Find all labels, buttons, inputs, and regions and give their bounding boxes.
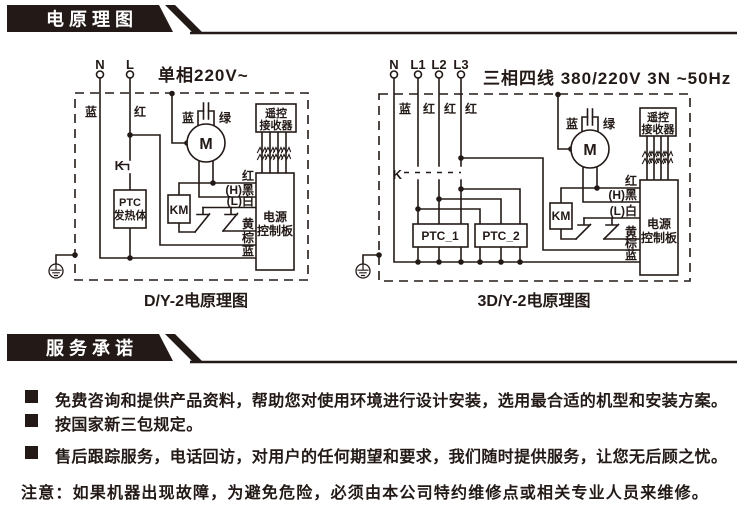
bullet-square: [25, 414, 38, 427]
terminal-label-l: L: [126, 57, 134, 72]
remote-receiver-box: [639, 107, 677, 137]
ground-symbol: [48, 254, 76, 279]
switch-k-label: K: [393, 167, 403, 182]
remote-receiver-label: 接收器: [260, 118, 294, 132]
ptc-heater-box: [113, 189, 147, 229]
row-label: 蓝: [625, 247, 637, 262]
banner-power-diagram: 电原理图: [7, 5, 737, 35]
banner-title: 服务承诺: [46, 338, 138, 359]
row-label: (L)白: [227, 193, 254, 208]
relay-contact: [221, 206, 239, 233]
service-bullet-text: 按国家新三包规定。: [55, 417, 203, 434]
km-label: KM: [552, 209, 571, 223]
row-label: 蓝: [242, 243, 254, 258]
terminal-label-l1: L1: [410, 57, 425, 72]
terminal-label-n: N: [389, 57, 398, 72]
motor-label: M: [583, 142, 596, 159]
motor-circle: [186, 123, 226, 163]
banner-shape: [7, 5, 173, 32]
service-note: 注意：如果机器出现故障，为避免危险，必须由本公司特约维修点或相关专业人员来维修。: [21, 485, 710, 502]
terminal-l2: [434, 70, 444, 79]
terminal-label-n: N: [95, 57, 104, 72]
cap-wire-label: 蓝: [566, 116, 578, 131]
ground-symbol: [355, 254, 380, 279]
row-label: 黄: [242, 216, 254, 231]
ptc1-box: [412, 223, 469, 248]
wire-color-label: 蓝: [85, 104, 97, 119]
power-control-board-label: 电源: [647, 216, 671, 231]
banner-service: 服务承诺: [7, 334, 737, 364]
motor-label: M: [199, 136, 212, 153]
bullet-square: [25, 390, 38, 403]
right-diagram: N L1 L2 L3 三相四线 380/220V 3N ~50Hz 蓝 红 红 …: [355, 57, 731, 310]
service-bullet-text: 免费咨询和提供产品资料，帮助您对使用环境进行设计安装，选用最合适的机型和安装方案…: [55, 393, 728, 410]
capacitor: [586, 108, 594, 126]
relay-contact: [602, 217, 620, 241]
wiring: [393, 77, 669, 263]
wire-color-label: 红: [465, 101, 477, 116]
remote-receiver-label: 遥控: [265, 106, 287, 120]
capacitor: [202, 102, 210, 120]
row-label: 红: [625, 173, 637, 188]
wire-color-label: 红: [444, 101, 456, 116]
banner-title: 电原理图: [46, 9, 138, 30]
row-label: (H)黑: [608, 188, 637, 202]
row-label: 红: [242, 168, 254, 183]
terminal-n: [95, 70, 105, 79]
service-bullet-text: 售后跟踪服务，电话回访，对用户的任何期望和要求，我们随时提供服务，让您无后顾之忧…: [55, 449, 728, 466]
left-diagram: N L 单相220V~ 蓝 红: [48, 57, 309, 310]
ptc-heater-label: PTC: [119, 197, 141, 209]
terminal-l1: [413, 70, 423, 79]
board-row-labels: 红 (H)黑 (L)白 黄 棕 蓝: [225, 168, 254, 258]
power-control-board-label: 控制板: [257, 223, 294, 238]
wire-color-label: 蓝: [399, 101, 411, 116]
diagram-title: 三相四线 380/220V 3N ~50Hz: [483, 68, 731, 88]
board-row-labels: 红 (H)黑 (L)白 黄 棕 蓝: [608, 173, 637, 262]
banner-stripe: [165, 5, 203, 33]
row-label: 棕: [624, 235, 637, 250]
bullet-square: [25, 446, 38, 459]
power-control-board-label: 控制板: [641, 230, 678, 245]
ptc-heater-label: 发热体: [113, 208, 148, 222]
remote-receiver-box: [255, 103, 297, 133]
km-contactor-box: [549, 202, 573, 230]
km-contactor-box: [167, 194, 191, 224]
banner-stripe: [165, 334, 203, 362]
relay-contact: [574, 217, 592, 241]
power-control-board-label: 电源: [263, 209, 287, 224]
row-label: (H)黑: [225, 183, 254, 197]
terminal-n: [389, 70, 399, 79]
terminal-l3: [456, 70, 466, 79]
wire-color-label: 红: [423, 101, 435, 116]
remote-receiver-label: 遥控: [647, 110, 669, 124]
wire-color-label: 红: [134, 104, 146, 119]
ptc2-label: PTC_2: [482, 229, 520, 243]
enclosure-dashed-box: [378, 93, 691, 282]
cap-wire-label: 蓝: [182, 110, 194, 125]
terminal-label-l2: L2: [431, 57, 446, 72]
terminal-label-l3: L3: [453, 57, 468, 72]
cap-wire-label: 绿: [219, 110, 232, 125]
ptc2-box: [474, 223, 528, 248]
row-label: 黄: [625, 224, 637, 239]
diagram-caption: 3D/Y-2电原理图: [478, 291, 591, 310]
relay-contact: [193, 206, 211, 234]
banner-shape: [7, 334, 173, 361]
motor-circle: [570, 129, 610, 169]
power-control-board-box: [639, 179, 679, 276]
remote-receiver-label: 接收器: [642, 122, 676, 136]
power-control-board-box: [255, 172, 295, 271]
terminal-l: [125, 70, 135, 79]
diagram-caption: D/Y-2电原理图: [144, 291, 248, 310]
diagram-title: 单相220V~: [158, 65, 249, 85]
ptc1-label: PTC_1: [421, 229, 459, 243]
row-label: (L)白: [610, 203, 637, 218]
km-label: KM: [170, 203, 189, 217]
row-label: 棕: [241, 230, 254, 245]
switch-k-label: K: [115, 158, 125, 173]
cap-wire-label: 绿: [603, 116, 616, 131]
